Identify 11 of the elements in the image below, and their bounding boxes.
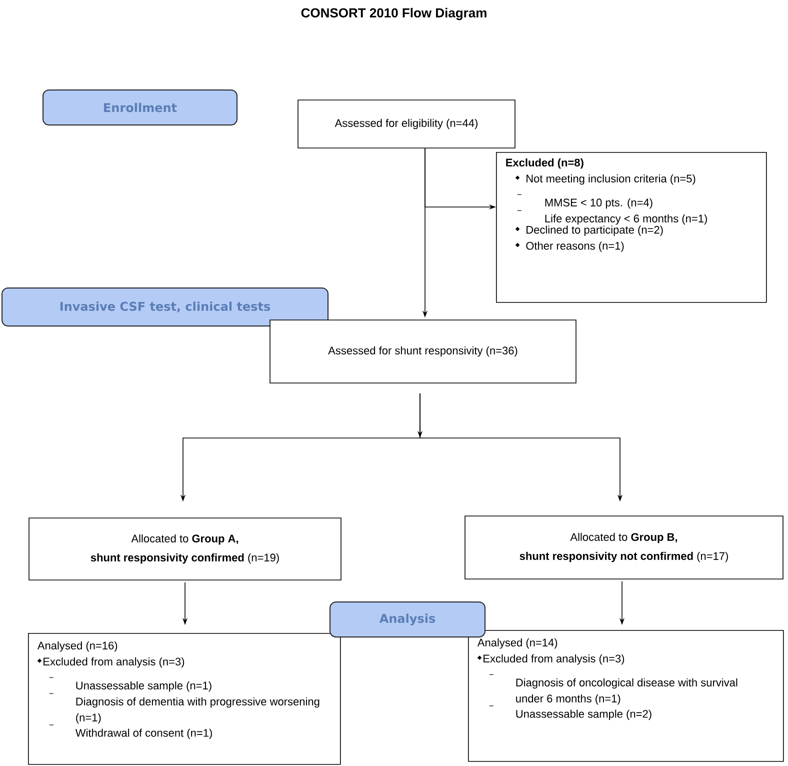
process-box: Allocated to Group A, shunt responsivity confirmed (n=19): [28, 518, 342, 580]
process-box: Assessed for eligibility (n=44): [298, 100, 516, 148]
process-box: Allocated to Group B, shunt responsivity not confirmed (n=17): [464, 516, 784, 580]
stage-band: Invasive CSF test, clinical tests: [2, 288, 328, 326]
stage-band: Enrollment: [42, 90, 238, 126]
list-box: Analysed (n=14) Excluded from analysis (n=3) Diagnosis of oncological disease with survival under 6 months (n=1) Unassessable sample (n=2): [468, 630, 784, 762]
list-box: Analysed (n=16) Excluded from analysis (n=3) Unassessable sample (n=1) Diagnosis of dementia with progressive worsening (n=1) Withdrawal of consent (n=1): [28, 633, 341, 765]
stage-band: Analysis: [330, 602, 486, 638]
list-box: Excluded (n=8) Not meeting inclusion criteria (n=5) MMSE < 10 pts. (n=4) Life expectancy < 6 months (n=1) Declined to participate (n=2) Other reasons (n=1): [496, 152, 767, 303]
title: CONSORT 2010 Flow Diagram: [301, 8, 486, 20]
process-box: Assessed for shunt responsivity (n=36): [270, 320, 576, 384]
